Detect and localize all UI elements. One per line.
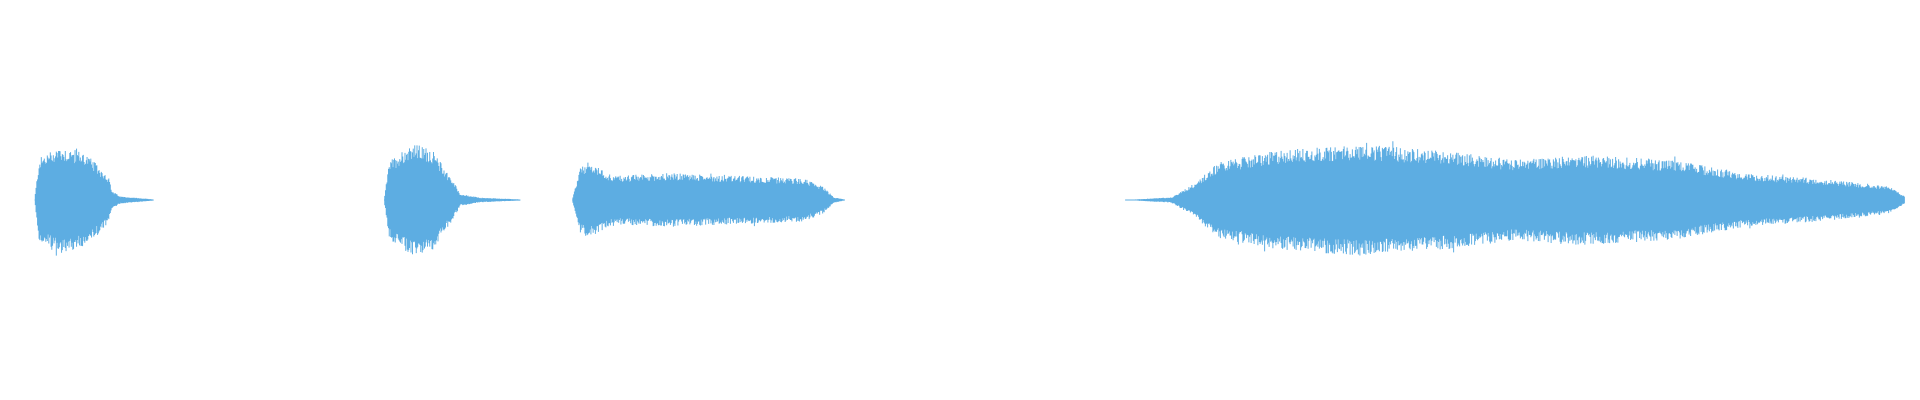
waveform-samples [1130, 141, 1905, 256]
waveform-segment-4 [1125, 141, 1905, 256]
waveform-layer [34, 141, 1905, 256]
waveform-samples [34, 148, 154, 256]
waveform-samples [572, 162, 845, 236]
waveform-samples [384, 145, 521, 255]
waveform-segment-2 [384, 145, 521, 255]
waveform-segment-3 [572, 162, 845, 236]
waveform-segment-1 [34, 148, 154, 256]
